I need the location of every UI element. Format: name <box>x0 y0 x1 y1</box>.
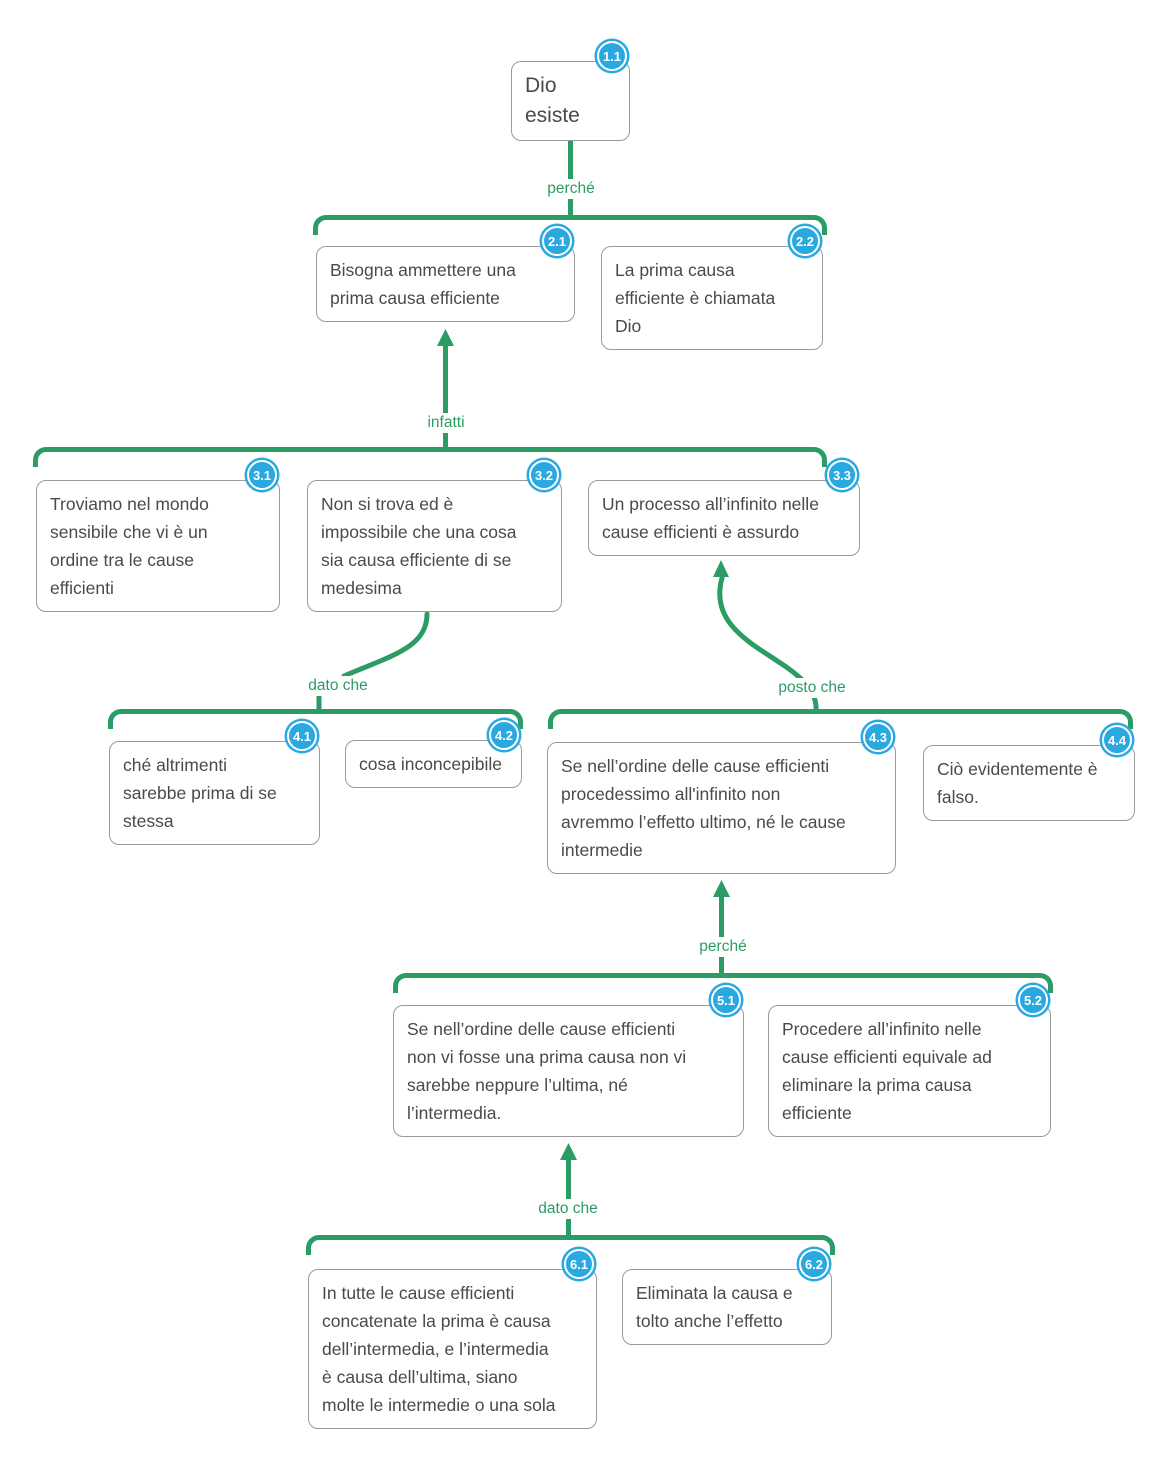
node-6-2-text: Eliminata la causa e tolto anche l’effet… <box>636 1283 793 1331</box>
node-2-2-badge: 2.2 <box>790 226 820 256</box>
connector-label-posto-che: posto che <box>774 678 850 698</box>
node-3-3[interactable]: 3.3 Un processo all’infinito nelle cause… <box>588 460 860 556</box>
node-5-2-badge: 5.2 <box>1018 985 1048 1015</box>
node-4-1-text: ché altrimenti sarebbe prima di se stess… <box>123 755 277 831</box>
node-6-1-text: In tutte le cause efficienti concatenate… <box>322 1283 556 1415</box>
node-3-2-text: Non si trova ed è impossibile che una co… <box>321 494 517 598</box>
node-3-1-badge: 3.1 <box>247 460 277 490</box>
connector-label-perche-mid: perché <box>695 937 751 957</box>
node-1-1[interactable]: 1.1 Dio esiste <box>511 41 630 141</box>
node-2-1-badge: 2.1 <box>542 226 572 256</box>
curve-dato-che-left <box>341 611 430 679</box>
node-5-2-text: Procedere all’infinito nelle cause effic… <box>782 1019 992 1123</box>
node-5-2[interactable]: 5.2 Procedere all’infinito nelle cause e… <box>768 985 1051 1137</box>
connector-label-dato-che-bottom: dato che <box>534 1199 602 1219</box>
node-2-1-text: Bisogna ammettere una prima causa effici… <box>330 260 516 308</box>
node-4-1-badge: 4.1 <box>287 721 317 751</box>
connector-label-perche-top: perché <box>543 179 599 199</box>
bracket-group-4b <box>548 709 1133 729</box>
node-4-2[interactable]: 4.2 cosa inconcepibile <box>345 720 522 788</box>
node-5-1[interactable]: 5.1 Se nell’ordine delle cause efficient… <box>393 985 744 1137</box>
bracket-group-5 <box>393 973 1053 993</box>
node-5-1-badge: 5.1 <box>711 985 741 1015</box>
node-4-4-text: Ciò evidentemente è falso. <box>937 759 1098 807</box>
arrowhead-dato-che-bottom <box>560 1143 577 1160</box>
node-2-1[interactable]: 2.1 Bisogna ammettere una prima causa ef… <box>316 226 575 322</box>
bracket-group-3 <box>33 447 827 467</box>
node-6-2-badge: 6.2 <box>799 1249 829 1279</box>
connector-label-infatti: infatti <box>423 413 469 433</box>
node-1-1-badge: 1.1 <box>597 41 627 71</box>
arrowhead-posto-che <box>713 560 729 577</box>
node-2-2[interactable]: 2.2 La prima causa efficiente è chiamata… <box>601 226 823 350</box>
bracket-group-6 <box>306 1235 835 1255</box>
node-4-2-text: cosa inconcepibile <box>359 754 503 774</box>
node-4-4-badge: 4.4 <box>1102 725 1132 755</box>
node-5-1-text: Se nell’ordine delle cause efficienti no… <box>407 1019 687 1123</box>
node-4-4[interactable]: 4.4 Ciò evidentemente è falso. <box>923 725 1135 821</box>
node-3-2-badge: 3.2 <box>529 460 559 490</box>
node-6-1-badge: 6.1 <box>564 1249 594 1279</box>
arrowhead-perche-mid <box>713 880 730 897</box>
node-2-2-text: La prima causa efficiente è chiamata Dio <box>615 260 776 336</box>
bracket-group-2 <box>313 215 827 235</box>
arrowhead-infatti <box>437 329 454 346</box>
node-4-3-badge: 4.3 <box>863 722 893 752</box>
node-4-3[interactable]: 4.3 Se nell’ordine delle cause efficient… <box>547 722 896 874</box>
node-4-2-badge: 4.2 <box>489 720 519 750</box>
node-3-1[interactable]: 3.1 Troviamo nel mondo sensibile che vi … <box>36 460 280 612</box>
node-4-1[interactable]: 4.1 ché altrimenti sarebbe prima di se s… <box>109 721 320 845</box>
node-3-3-text: Un processo all’infinito nelle cause eff… <box>602 494 819 542</box>
node-3-1-text: Troviamo nel mondo sensibile che vi è un… <box>50 494 209 598</box>
node-1-1-text: Dio esiste <box>525 74 580 127</box>
node-4-3-text: Se nell’ordine delle cause efficienti pr… <box>561 756 846 860</box>
node-6-1[interactable]: 6.1 In tutte le cause efficienti concate… <box>308 1249 597 1429</box>
node-3-3-badge: 3.3 <box>827 460 857 490</box>
bracket-group-4a <box>108 709 523 729</box>
node-3-2[interactable]: 3.2 Non si trova ed è impossibile che un… <box>307 460 562 612</box>
node-6-2[interactable]: 6.2 Eliminata la causa e tolto anche l’e… <box>622 1249 832 1345</box>
connector-label-dato-che-left: dato che <box>304 676 372 696</box>
